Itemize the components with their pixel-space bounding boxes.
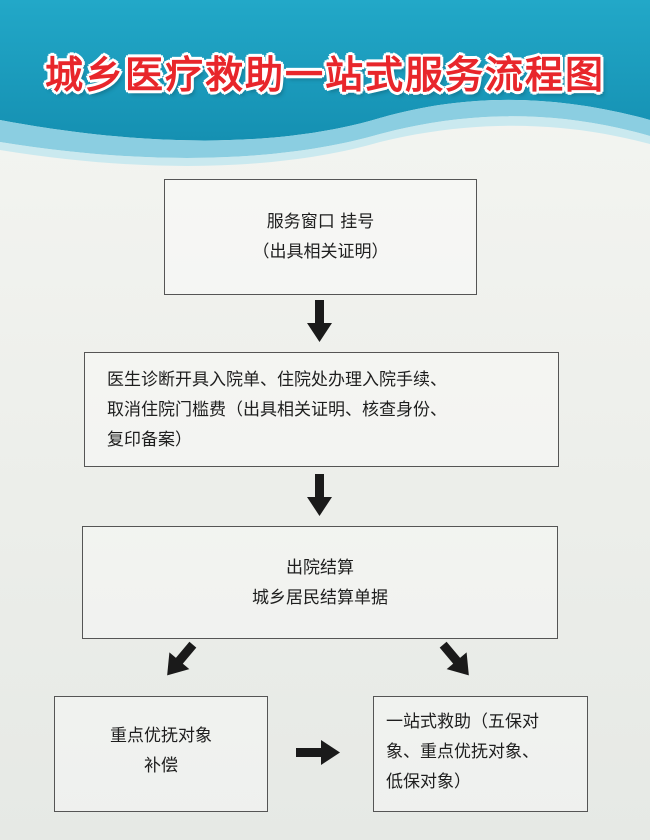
step-text-line: 补偿 — [144, 756, 178, 776]
step-text-line: 重点优抚对象 — [110, 726, 212, 746]
step-box-registration: 服务窗口 挂号 （出具相关证明） — [164, 179, 477, 295]
step-box-one-stop-assistance: 一站式救助（五保对 象、重点优抚对象、 低保对象） — [373, 696, 588, 812]
step-text-line: 取消住院门槛费（出具相关证明、核查身份、 — [107, 400, 447, 420]
step-text-line: 医生诊断开具入院单、住院处办理入院手续、 — [107, 370, 447, 390]
arrow-down-icon — [307, 474, 332, 516]
arrow-down-icon — [307, 300, 332, 342]
step-text-line: 城乡居民结算单据 — [252, 588, 388, 608]
arrow-right-icon — [296, 740, 340, 765]
step-box-discharge-settlement: 出院结算 城乡居民结算单据 — [82, 526, 558, 639]
step-text-line: （出具相关证明） — [252, 242, 389, 262]
header-wave-band — [0, 0, 650, 166]
page-title: 城乡医疗救助一站式服务流程图 — [44, 53, 605, 97]
step-text-line: 一站式救助（五保对 — [386, 712, 539, 732]
step-text-line: 低保对象） — [386, 772, 471, 792]
step-text-line: 复印备案） — [107, 430, 192, 450]
arrow-down-left-icon — [167, 641, 197, 676]
step-text-line: 出院结算 — [286, 558, 354, 578]
step-box-admission: 医生诊断开具入院单、住院处办理入院手续、 取消住院门槛费（出具相关证明、核查身份… — [84, 352, 559, 467]
step-box-priority-compensation: 重点优抚对象 补偿 — [54, 696, 268, 812]
step-text-line: 象、重点优抚对象、 — [386, 742, 539, 762]
arrow-down-right-icon — [439, 641, 469, 676]
step-text-line: 服务窗口 挂号 — [266, 212, 375, 232]
